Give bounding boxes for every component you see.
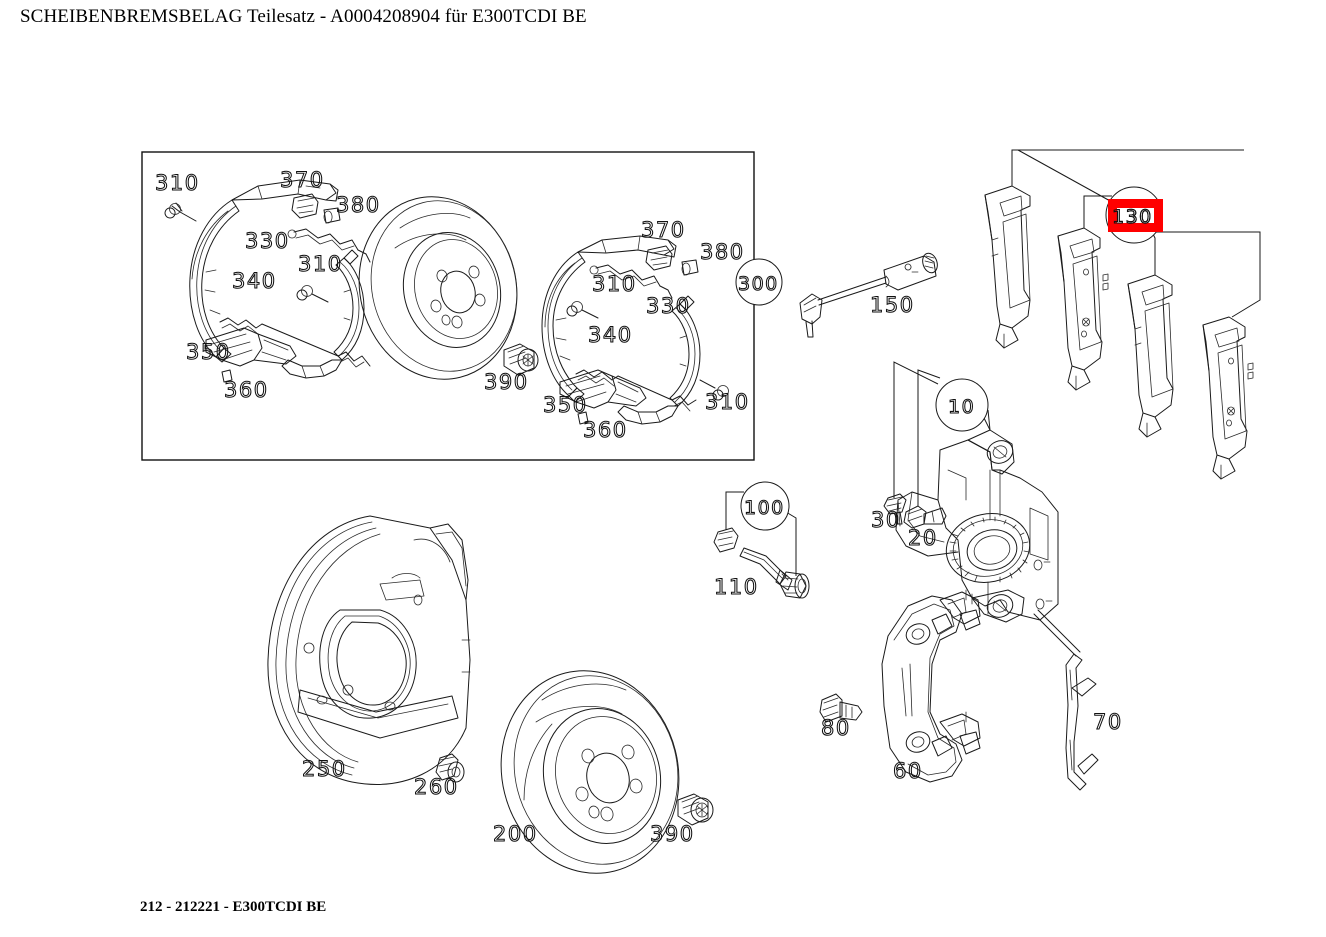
caliper-carrier	[881, 589, 981, 783]
highlight-rectangle	[1108, 199, 1163, 232]
retaining-spring	[1033, 609, 1099, 791]
part-label-pin-right: 360	[583, 418, 628, 442]
part-label-bleeder-screw: 30	[871, 508, 901, 532]
parking-brake-shoes-left	[164, 179, 371, 383]
part-label-pin-left: 360	[224, 378, 269, 402]
brake-dust-shield	[267, 515, 471, 785]
part-label-disc-retaining-screw-inset: 390	[484, 370, 529, 394]
part-label-brake-pad-wear-sensor: 150	[870, 293, 915, 317]
part-label-retainer-spring-left: 310	[298, 252, 343, 276]
part-label-brake-disc-screw: 390	[650, 822, 695, 846]
callout-300-label: 300	[738, 273, 779, 295]
part-label-expander-left: 350	[186, 340, 231, 364]
callout-130-leaders	[1011, 149, 1261, 318]
brake-pad-3	[1127, 274, 1174, 438]
guide-pin-kit	[713, 527, 810, 599]
part-label-retainer-spring-lower-right: 310	[705, 390, 750, 414]
part-label-brake-hose-fitting: 20	[908, 526, 938, 550]
callout-10-leaders	[893, 361, 991, 506]
carrier-bolt	[819, 693, 863, 723]
part-label-carrier-bolt: 80	[821, 716, 851, 740]
dust-shield-bolt	[435, 753, 465, 783]
part-label-adjuster-right: 370	[641, 218, 686, 242]
part-label-brake-dust-shield: 250	[302, 757, 347, 781]
callout-balloon-10[interactable]: 10	[935, 378, 989, 432]
parking-brake-assembly-box	[141, 151, 755, 461]
part-label-retainer-spring-right: 310	[592, 272, 637, 296]
part-label-adjuster-left: 370	[280, 168, 325, 192]
page-footer: 212 - 212221 - E300TCDI BE	[140, 899, 327, 915]
part-label-return-spring-left: 330	[245, 229, 290, 253]
brake-pad-4	[1202, 316, 1254, 480]
callout-100-label: 100	[744, 497, 785, 519]
part-label-retaining-spring: 70	[1093, 710, 1123, 734]
callout-balloon-300[interactable]: 300	[735, 258, 783, 306]
part-label-dust-shield-bolt: 260	[414, 775, 459, 799]
part-label-guide-pin: 110	[714, 575, 759, 599]
brake-hose-fitting	[903, 505, 947, 529]
bleeder-screw	[883, 493, 907, 525]
part-label-spreader-spring-right: 340	[588, 323, 633, 347]
brake-disc	[500, 670, 680, 874]
parking-brake-disc-inset	[358, 196, 518, 380]
page-title: SCHEIBENBREMSBELAG Teilesatz - A00042089…	[20, 6, 587, 27]
parking-brake-shoes-right	[541, 235, 729, 425]
callout-130-label-top: 130	[1112, 206, 1153, 228]
part-label-spreader-spring-left: 340	[232, 269, 277, 293]
callout-130-label: 130	[1112, 206, 1153, 228]
callout-balloon-100[interactable]: 100	[740, 481, 790, 531]
brake-disc-screw	[677, 793, 714, 826]
brake-pad-1	[984, 185, 1031, 349]
part-label-brake-disc: 200	[493, 822, 538, 846]
part-label-return-spring-right: 330	[646, 294, 691, 318]
brake-caliper	[895, 429, 1059, 623]
part-label-caliper-carrier: 60	[893, 759, 923, 783]
part-label-bushing-left: 380	[336, 193, 381, 217]
callout-100-leaders	[725, 491, 797, 576]
part-label-expander-right: 350	[543, 393, 588, 417]
part-label-retainer-spring-upper-left: 310	[155, 171, 200, 195]
brake-pad-2	[1057, 227, 1109, 391]
disc-screw-inset	[503, 343, 539, 376]
callout-10-label: 10	[948, 396, 975, 418]
part-label-bushing-right: 380	[700, 240, 745, 264]
brake-pad-wear-sensor	[799, 252, 938, 338]
